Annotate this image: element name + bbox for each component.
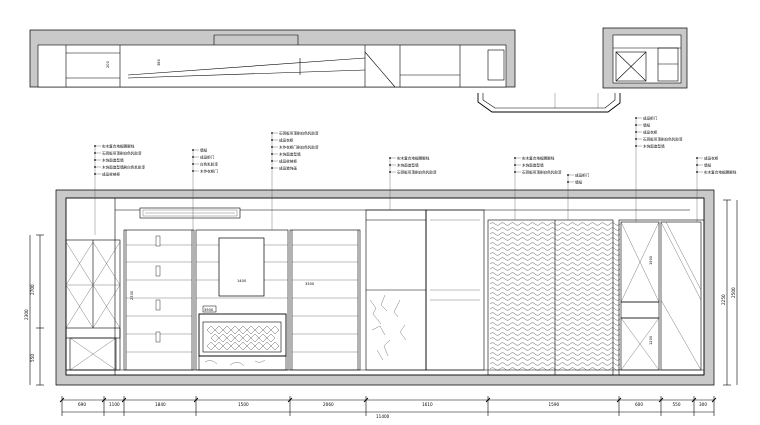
annotation-5-2: 木饰面造型墙	[522, 162, 544, 167]
annotation-7-2: 墙纸	[643, 122, 651, 127]
panel-wall-left: 2330	[123, 229, 195, 371]
annotation-1-5: 成品收纳柜	[102, 171, 120, 176]
annotation-8-1: 成品衣柜	[704, 155, 719, 160]
annotation-5-1: 实木复合地板踢脚线	[522, 155, 555, 160]
dim-h-4: 1500	[238, 402, 249, 407]
vdim-left-2: 2300	[24, 309, 29, 320]
annotation-2-4: 木作衣柜门	[200, 168, 218, 173]
annotation-3-4: 木饰面造型墙	[279, 151, 301, 156]
dim-h-3: 1840	[155, 402, 166, 407]
annotation-2-2: 成品柜门	[200, 154, 215, 159]
tv-wall: 1400 3900	[195, 229, 289, 371]
dim-total: 11400	[376, 414, 390, 419]
annotation-6-2: 墙纸	[575, 179, 583, 184]
vdim-right-2: 2500	[731, 287, 736, 298]
right-panel-low-tag: 1200	[649, 335, 653, 345]
annotation-5-3: 石膏板吊顶刷白色乳胶漆	[522, 169, 562, 174]
wave-pattern	[489, 222, 621, 371]
annotation-2-3: 白色乳胶漆	[200, 161, 218, 166]
dim-h-1: 690	[78, 402, 86, 407]
annotation-2-1: 墙纸	[200, 147, 208, 152]
panel-wall-right: 3300	[289, 229, 361, 371]
annotation-8-2: 墙纸	[704, 162, 712, 167]
dim-h-9: 550	[673, 402, 681, 407]
top-plan-strip: 200 380	[29, 29, 516, 88]
vdim-left-1: 2700	[30, 284, 35, 295]
dim-h-2: 1100	[109, 402, 120, 407]
annotation-6-1: 成品柜门	[575, 172, 590, 177]
annotation-3-5: 成品收纳柜	[279, 158, 297, 163]
annotation-3-1: 石膏板吊顶刷白色乳胶漆	[279, 130, 319, 135]
nameplate-tag: 3900	[204, 308, 214, 312]
vdim-left-3: 550	[30, 354, 35, 362]
vdim-right-1: 2250	[721, 294, 726, 305]
annotation-4-1: 实木复合地板踢脚线	[397, 155, 430, 160]
ceiling-detail	[477, 93, 621, 113]
left-cabinet	[65, 239, 121, 371]
dimension-lines: 2700 2300 550 2250 2500 11400 690 1100 184…	[24, 199, 738, 419]
annotation-1-2: 石膏板吊顶刷白色乳胶漆	[102, 150, 142, 155]
elevation-frame	[55, 189, 715, 386]
annotation-7-4: 石膏板吊顶刷白色乳胶漆	[643, 136, 683, 141]
panel-right-tag: 3300	[305, 282, 315, 286]
annotation-4-2: 木饰面造型墙	[397, 162, 419, 167]
tv-tag: 1400	[237, 279, 247, 283]
annotation-3-2: 成品衣柜	[279, 137, 294, 142]
dim-h-10: 300	[699, 402, 707, 407]
dim-h-6: 1610	[422, 402, 433, 407]
marble-door	[365, 209, 485, 371]
annotation-7-1: 成品柜门	[643, 115, 658, 120]
dim-h-7: 1590	[549, 402, 560, 407]
annotation-3-3: 木作衣柜门刷白色乳胶漆	[279, 144, 319, 149]
right-cabinet: 1900 1200	[618, 219, 705, 376]
annotation-1-1: 实木复合地板踢脚线	[102, 143, 135, 148]
dim-h-8: 600	[635, 402, 643, 407]
annotation-7-5: 木饰面造型墙	[643, 143, 665, 148]
top-plan-small	[602, 27, 688, 89]
annotation-8-3: 实木复合地板踢脚线	[704, 169, 737, 174]
right-panel-tag: 1900	[649, 255, 653, 265]
wallpaper-section	[487, 219, 621, 376]
panel-left-tag: 2330	[130, 290, 134, 300]
plan-tag-1: 200	[106, 60, 110, 68]
tufted-pattern	[206, 325, 280, 351]
dim-h-5: 2060	[323, 402, 334, 407]
annotation-3-6: 成品装饰画	[279, 165, 297, 170]
annotation-leaders: 实木复合地板踢脚线石膏板吊顶刷白色乳胶漆木饰面造型墙木饰面造型墙刷白色乳胶漆成品…	[94, 115, 737, 235]
annotation-7-3: 成品衣柜	[643, 129, 658, 134]
plan-tag-2: 380	[157, 58, 161, 66]
annotation-1-3: 木饰面造型墙	[102, 157, 124, 162]
annotation-1-4: 木饰面造型墙刷白色乳胶漆	[102, 164, 146, 169]
slats-right	[292, 244, 358, 353]
annotation-4-3: 石膏板吊顶刷白色乳胶漆	[397, 169, 437, 174]
